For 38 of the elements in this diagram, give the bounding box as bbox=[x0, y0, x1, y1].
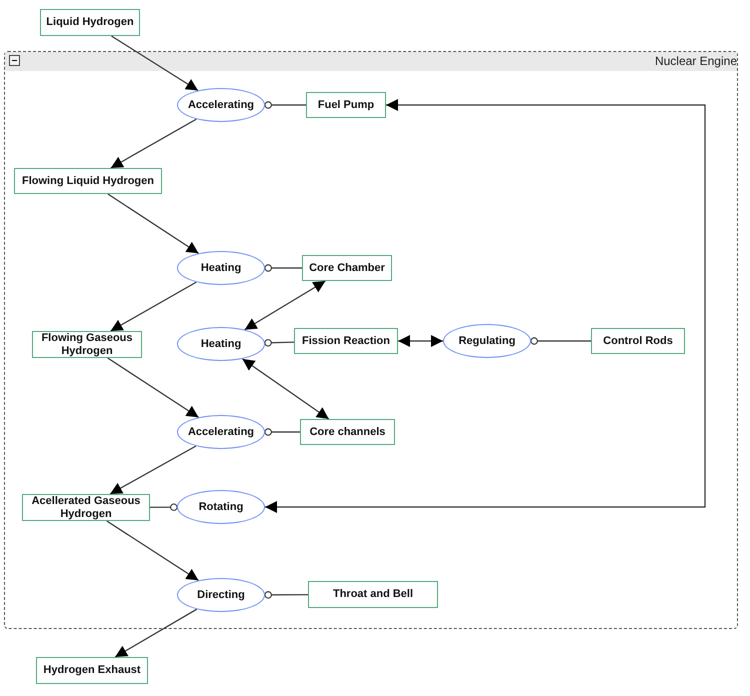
instrument-link bbox=[264, 264, 302, 272]
object-box: Control Rods bbox=[591, 328, 685, 354]
object-box: Core Chamber bbox=[302, 255, 392, 281]
arrow bbox=[108, 194, 199, 254]
object-box: Hydrogen Exhaust bbox=[36, 657, 148, 684]
arrow bbox=[244, 280, 326, 330]
process-ellipse: Heating bbox=[177, 251, 265, 285]
arrow bbox=[114, 608, 198, 658]
process-ellipse: Rotating bbox=[177, 490, 265, 524]
process-ellipse: Heating bbox=[177, 327, 265, 361]
instrument-link bbox=[264, 101, 306, 109]
arrow bbox=[107, 358, 199, 418]
process-ellipse: Accelerating bbox=[177, 88, 265, 122]
process-ellipse: Regulating bbox=[443, 324, 531, 358]
instrument-link bbox=[264, 591, 308, 599]
process-ellipse: Accelerating bbox=[177, 415, 265, 449]
instrument-link bbox=[530, 337, 591, 345]
arrow bbox=[265, 99, 706, 513]
instrument-link bbox=[150, 504, 178, 511]
arrow bbox=[242, 358, 330, 420]
object-box: Throat and Bell bbox=[308, 581, 438, 608]
process-ellipse: Directing bbox=[177, 578, 265, 612]
system-container bbox=[4, 51, 738, 629]
object-box: Flowing Gaseous Hydrogen bbox=[32, 331, 142, 358]
arrow bbox=[398, 335, 443, 347]
object-box: Core channels bbox=[300, 419, 395, 445]
object-box: Acellerated Gaseous Hydrogen bbox=[22, 494, 150, 521]
object-box: Fission Reaction bbox=[294, 328, 398, 354]
instrument-link bbox=[264, 428, 300, 436]
arrow bbox=[106, 520, 199, 581]
object-box: Fuel Pump bbox=[306, 92, 386, 118]
instrument-link bbox=[264, 339, 294, 347]
arrow bbox=[110, 282, 197, 332]
object-box: Liquid Hydrogen bbox=[40, 9, 140, 36]
object-box: Flowing Liquid Hydrogen bbox=[14, 168, 162, 194]
container-title: Nuclear Engine bbox=[654, 55, 737, 68]
arrow bbox=[110, 118, 197, 169]
arrow bbox=[110, 445, 196, 495]
